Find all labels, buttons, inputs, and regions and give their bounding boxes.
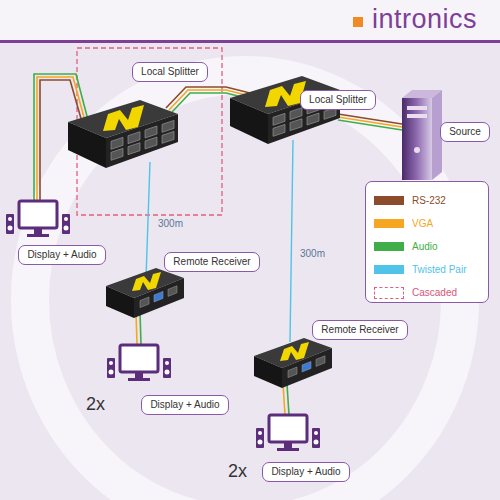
legend-text: Audio — [412, 241, 438, 252]
label-text: Display + Audio — [27, 249, 96, 261]
legend-text: Twisted Pair — [412, 264, 466, 275]
legend-row: VGA — [374, 212, 488, 235]
logo-square — [353, 17, 363, 27]
label-box: Local Splitter — [300, 90, 376, 110]
label-text: Source — [449, 126, 481, 138]
label-text: Local Splitter — [141, 66, 199, 78]
legend: RS-232VGA AudioTwisted PairCascaded — [365, 181, 489, 303]
label-text: Display + Audio — [150, 399, 219, 411]
legend-dashed-swatch — [374, 287, 404, 299]
pc-tower — [402, 90, 442, 180]
display-icon — [6, 201, 70, 237]
splitter-device — [230, 76, 340, 144]
label-box: Display + Audio — [18, 245, 105, 265]
label-box: Remote Receiver — [312, 320, 407, 340]
label-text: Remote Receiver — [173, 256, 250, 268]
receiver-device — [106, 268, 184, 318]
legend-row: Twisted Pair — [374, 258, 488, 281]
label-box: Remote Receiver — [164, 252, 259, 272]
legend-swatch — [374, 219, 404, 228]
label-text: Display + Audio — [271, 466, 340, 478]
label-text: Local Splitter — [309, 94, 367, 106]
legend-row: Cascaded — [374, 281, 488, 304]
legend-swatch — [374, 242, 404, 251]
quantity-label: 2x — [86, 394, 105, 415]
legend-row: RS-232 — [374, 189, 488, 212]
label-box: Local Splitter — [132, 62, 208, 82]
display-icon — [107, 345, 171, 381]
header-rule — [0, 40, 500, 43]
display-icon — [256, 415, 320, 451]
legend-swatch — [374, 196, 404, 205]
label-box: Display + Audio — [141, 395, 228, 415]
header-band — [0, 0, 500, 40]
legend-text: RS-232 — [412, 195, 446, 206]
legend-swatch — [374, 265, 404, 274]
splitter-device — [68, 100, 178, 168]
label-box: Display + Audio — [262, 462, 349, 482]
legend-text: Cascaded — [412, 287, 457, 298]
quantity-label: 2x — [228, 461, 247, 482]
legend-row: Audio — [374, 235, 488, 258]
label-text: Remote Receiver — [321, 324, 398, 336]
label-box: Source — [440, 122, 490, 142]
legend-text: VGA — [412, 218, 433, 229]
receiver-device — [254, 338, 332, 388]
distance-label: 300m — [158, 218, 183, 229]
logo-text: intronics — [372, 4, 477, 35]
distance-label: 300m — [300, 248, 325, 259]
